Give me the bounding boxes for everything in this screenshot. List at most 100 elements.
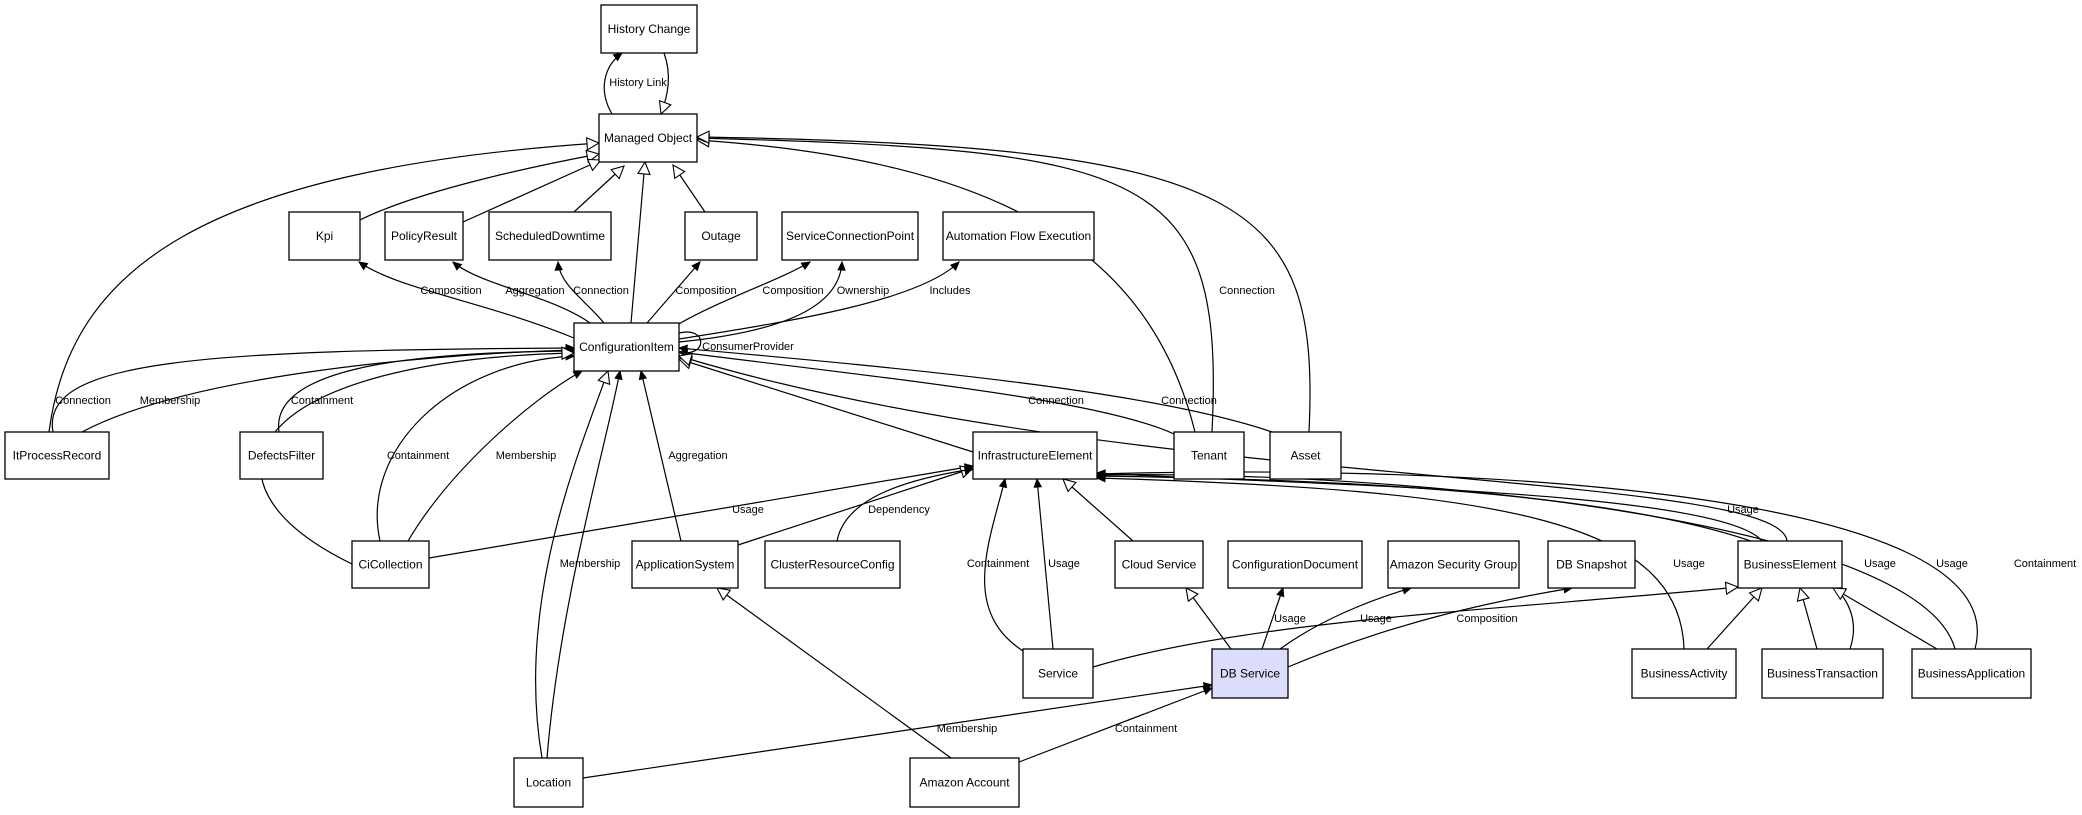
class-node-location[interactable]: Location	[513, 757, 584, 808]
class-name: DB Service	[1220, 667, 1280, 681]
edge-line	[535, 370, 609, 759]
class-box[interactable]	[684, 211, 758, 261]
class-box[interactable]	[600, 4, 698, 54]
class-node-outage[interactable]: Outage	[684, 211, 758, 261]
class-node-business-activity[interactable]: BusinessActivity	[1631, 648, 1737, 699]
class-box[interactable]	[1761, 648, 1884, 699]
edge-db-service-to-cloud-service	[1185, 587, 1232, 650]
class-box[interactable]	[1269, 431, 1342, 480]
class-box[interactable]	[384, 211, 464, 261]
class-node-application-system[interactable]: ApplicationSystem	[631, 540, 739, 589]
class-node-kpi[interactable]: Kpi	[288, 211, 361, 261]
class-node-asset[interactable]: Asset	[1269, 431, 1342, 480]
filled-arrowhead-icon	[638, 369, 648, 381]
class-box[interactable]	[1547, 540, 1636, 589]
edge-label: Membership	[140, 395, 201, 407]
class-node-db-snapshot[interactable]: DB Snapshot	[1547, 540, 1636, 589]
class-node-tenant[interactable]: Tenant	[1173, 431, 1245, 480]
edge-label: Connection	[1219, 285, 1275, 297]
class-node-amazon-security-group[interactable]: Amazon Security Group	[1387, 540, 1520, 589]
filled-arrowhead-icon	[1276, 586, 1285, 598]
hollow-triangle-arrow-icon	[677, 353, 694, 367]
class-box[interactable]	[781, 211, 919, 261]
edge-line	[278, 350, 575, 433]
edge-line	[696, 137, 1214, 433]
filled-arrowhead-icon	[800, 261, 812, 271]
edge-line	[678, 261, 843, 343]
edge-line	[48, 142, 600, 433]
class-box[interactable]	[239, 431, 324, 480]
class-node-infrastructure-element[interactable]: InfrastructureElement	[972, 431, 1098, 480]
class-name: Amazon Security Group	[1390, 558, 1518, 572]
class-node-history-change[interactable]: History Change	[600, 4, 698, 54]
class-box[interactable]	[1227, 540, 1363, 589]
class-node-db-service[interactable]: DB Service	[1211, 648, 1289, 699]
class-box[interactable]	[764, 540, 901, 589]
hollow-triangle-arrow-icon	[1831, 587, 1848, 601]
edge-line	[51, 347, 575, 433]
class-box[interactable]	[909, 757, 1020, 808]
class-box[interactable]	[513, 757, 584, 808]
class-name: ScheduledDowntime	[495, 229, 605, 243]
class-node-amazon-account[interactable]: Amazon Account	[909, 757, 1020, 808]
edge-configuration-item-to-scheduled-downtime: Connection	[554, 260, 629, 324]
class-node-business-element[interactable]: BusinessElement	[1737, 540, 1843, 589]
class-node-policy-result[interactable]: PolicyResult	[384, 211, 464, 261]
edge-business-element-to-configuration-item	[677, 353, 1788, 542]
class-node-scheduled-downtime[interactable]: ScheduledDowntime	[488, 211, 612, 261]
edge-configuration-item-to-automation-flow-execution: Includes	[678, 261, 971, 340]
class-node-automation-flow-execution[interactable]: Automation Flow Execution	[942, 211, 1095, 261]
class-box[interactable]	[351, 540, 430, 589]
edge-ci-collection-to-configuration-item	[260, 346, 576, 565]
edge-configuration-item-to-service-connection-point: Composition	[676, 261, 824, 326]
edge-tenant-to-managed-object	[695, 133, 1196, 433]
filled-arrowhead-icon	[554, 260, 563, 271]
edge-service-to-infrastructure-element: Containment	[967, 477, 1029, 652]
class-box[interactable]	[1211, 648, 1289, 699]
class-box[interactable]	[573, 322, 680, 372]
edge-cluster-resource-config-to-infrastructure-element: Dependency	[836, 466, 975, 542]
class-box[interactable]	[288, 211, 361, 261]
edge-it-process-record-to-managed-object	[48, 136, 601, 433]
class-node-configuration-item[interactable]: ConfigurationItem	[573, 322, 680, 372]
class-box[interactable]	[1173, 431, 1245, 480]
edge-line	[260, 352, 575, 565]
class-box[interactable]	[1737, 540, 1843, 589]
edge-amazon-account-to-db-service: Containment	[1018, 687, 1214, 763]
class-box[interactable]	[1114, 540, 1204, 589]
class-box[interactable]	[631, 540, 739, 589]
class-node-it-process-record[interactable]: ItProcessRecord	[4, 431, 110, 480]
class-box[interactable]	[1387, 540, 1520, 589]
hollow-triangle-arrow-icon	[610, 165, 625, 180]
edge-kpi-to-managed-object	[359, 149, 601, 221]
class-box[interactable]	[942, 211, 1095, 261]
class-node-defects-filter[interactable]: DefectsFilter	[239, 431, 324, 480]
class-box[interactable]	[972, 431, 1098, 480]
class-box[interactable]	[1631, 648, 1737, 699]
class-node-business-transaction[interactable]: BusinessTransaction	[1761, 648, 1884, 699]
class-name: ApplicationSystem	[636, 558, 735, 572]
class-box[interactable]	[1022, 648, 1094, 699]
class-node-ci-collection[interactable]: CiCollection	[351, 540, 430, 589]
class-node-business-application[interactable]: BusinessApplication	[1911, 648, 2032, 699]
edge-line	[376, 355, 575, 542]
hollow-triangle-arrow-icon	[1724, 581, 1740, 596]
class-node-configuration-document[interactable]: ConfigurationDocument	[1227, 540, 1363, 589]
edge-amazon-account-to-application-system	[716, 587, 952, 759]
edge-label: Dependency	[868, 504, 930, 516]
class-box[interactable]	[598, 113, 698, 163]
class-box[interactable]	[1911, 648, 2032, 699]
class-node-service-connection-point[interactable]: ServiceConnectionPoint	[781, 211, 919, 261]
class-name: Automation Flow Execution	[946, 229, 1091, 243]
edge-label: Usage	[1936, 558, 1968, 570]
class-node-service[interactable]: Service	[1022, 648, 1094, 699]
class-node-cloud-service[interactable]: Cloud Service	[1114, 540, 1204, 589]
class-box[interactable]	[4, 431, 110, 480]
edge-business-application-to-infrastructure-element: Containment	[1095, 469, 2076, 650]
class-name: BusinessElement	[1744, 558, 1837, 572]
class-box[interactable]	[488, 211, 612, 261]
class-node-managed-object[interactable]: Managed Object	[598, 113, 698, 163]
class-node-cluster-resource-config[interactable]: ClusterResourceConfig	[764, 540, 901, 589]
edge-label: Containment	[387, 450, 449, 462]
